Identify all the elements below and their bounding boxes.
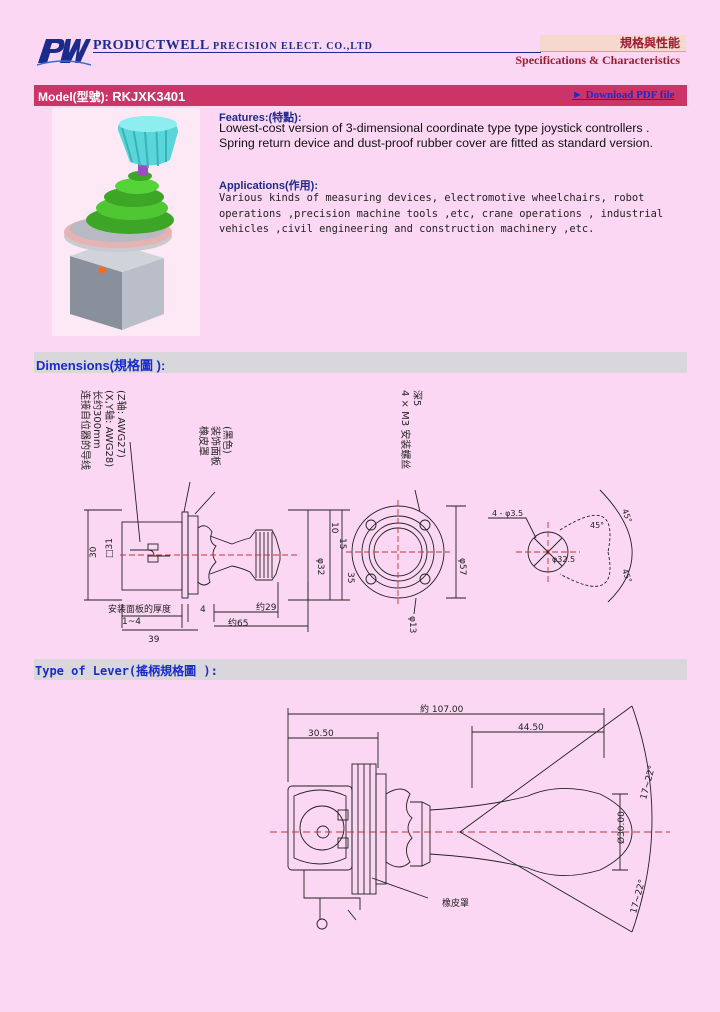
dim-30: 30 xyxy=(89,546,99,558)
rubber-cover-note: 橡皮罩 xyxy=(197,426,210,456)
dim-sq31: □31 xyxy=(105,538,115,558)
dim-65: 约65 xyxy=(228,617,248,629)
dim-45-right-a: 45° xyxy=(620,508,633,524)
dim-39: 39 xyxy=(148,635,160,644)
lever-drawing: 約 107.00 30.50 44.50 Ø30.00 17~22° 17~22… xyxy=(270,703,670,933)
lever-right-length: 44.50 xyxy=(518,723,544,733)
model-heading: Model(型號): RKJXK3401 xyxy=(38,88,185,105)
dim-35: 35 xyxy=(345,572,355,583)
panel-note-2: (黑色) xyxy=(221,426,234,454)
header-rule xyxy=(93,52,541,53)
dim-phi57: φ57 xyxy=(457,558,467,575)
dim-45-top: 45° xyxy=(590,521,604,530)
lever-angle-top: 17~22° xyxy=(639,764,658,800)
dim-phi32-5: φ32.5 xyxy=(552,555,575,564)
lever-total-length: 約 107.00 xyxy=(420,703,464,715)
dim-10: 10 xyxy=(329,522,339,534)
dim-15: 15 xyxy=(337,538,347,549)
product-photo xyxy=(52,108,200,336)
dim-panel-thickness: 安装面板的厚度 xyxy=(108,603,171,615)
screw-note-2: 深5 xyxy=(411,390,423,406)
download-pdf-link[interactable]: ► Download PDF file xyxy=(572,89,675,101)
dim-29: 约29 xyxy=(256,601,277,613)
screw-note-1: 4 × M3 安装螺丝 xyxy=(399,390,412,469)
page-title-en: Specifications & Characteristics xyxy=(515,53,680,67)
dim-1to4: 1~4 xyxy=(122,617,141,627)
wire-note-3: (X,Y轴: AWG28) xyxy=(103,390,116,467)
features-heading: Features:(特點): xyxy=(219,112,302,124)
dim-phi32: φ32 xyxy=(315,558,325,575)
wire-note-1: 连接自位器的导线 xyxy=(79,390,92,470)
wire-note-4: (Z轴: AWG27) xyxy=(115,390,128,458)
model-bar xyxy=(34,85,687,106)
dimensions-drawing: 连接自位器的导线 长约300mm (X,Y轴: AWG28) (Z轴: AWG2… xyxy=(79,390,633,644)
dimensions-section-bar xyxy=(34,352,687,373)
page-title-cn: 規格與性能 xyxy=(540,35,686,52)
model-value: RKJXK3401 xyxy=(112,89,186,104)
dim-phi13: φ13 xyxy=(407,616,417,633)
company-logo xyxy=(36,39,92,66)
dim-4-phi3: 4 - φ3.5 xyxy=(492,509,523,518)
features-text: Lowest-cost version of 3-dimensional coo… xyxy=(219,121,653,150)
dim-45-right-b: 45° xyxy=(620,568,633,584)
lever-left-length: 30.50 xyxy=(308,729,334,739)
model-label: Model(型號): xyxy=(38,90,109,104)
wire-note: 连接自位器的导线 长约300mm (X,Y轴: AWG28) (Z轴: AWG2… xyxy=(79,390,423,470)
lever-rubber-cover: 橡皮罩 xyxy=(442,897,469,909)
dimensions-heading: Dimensions(規格圖 ): xyxy=(36,358,166,373)
lever-angle-bottom: 17~22° xyxy=(629,878,648,914)
applications-heading: Applications(作用): xyxy=(219,180,318,192)
company-name: PRODUCTWELL PRECISION ELECT. CO.,LTD xyxy=(93,38,373,53)
lever-section-bar xyxy=(34,659,687,680)
wire-note-2: 长约300mm xyxy=(91,390,104,449)
panel-note-1: 装饰面板 xyxy=(209,426,222,466)
applications-text: Various kinds of measuring devices, elec… xyxy=(219,192,664,235)
lever-heading: Type of Lever(搖柄規格圖 ): xyxy=(35,664,218,678)
dim-4: 4 xyxy=(200,605,206,615)
company-suffix: PRECISION ELECT. CO.,LTD xyxy=(212,41,373,52)
lever-diameter: Ø30.00 xyxy=(616,811,627,844)
